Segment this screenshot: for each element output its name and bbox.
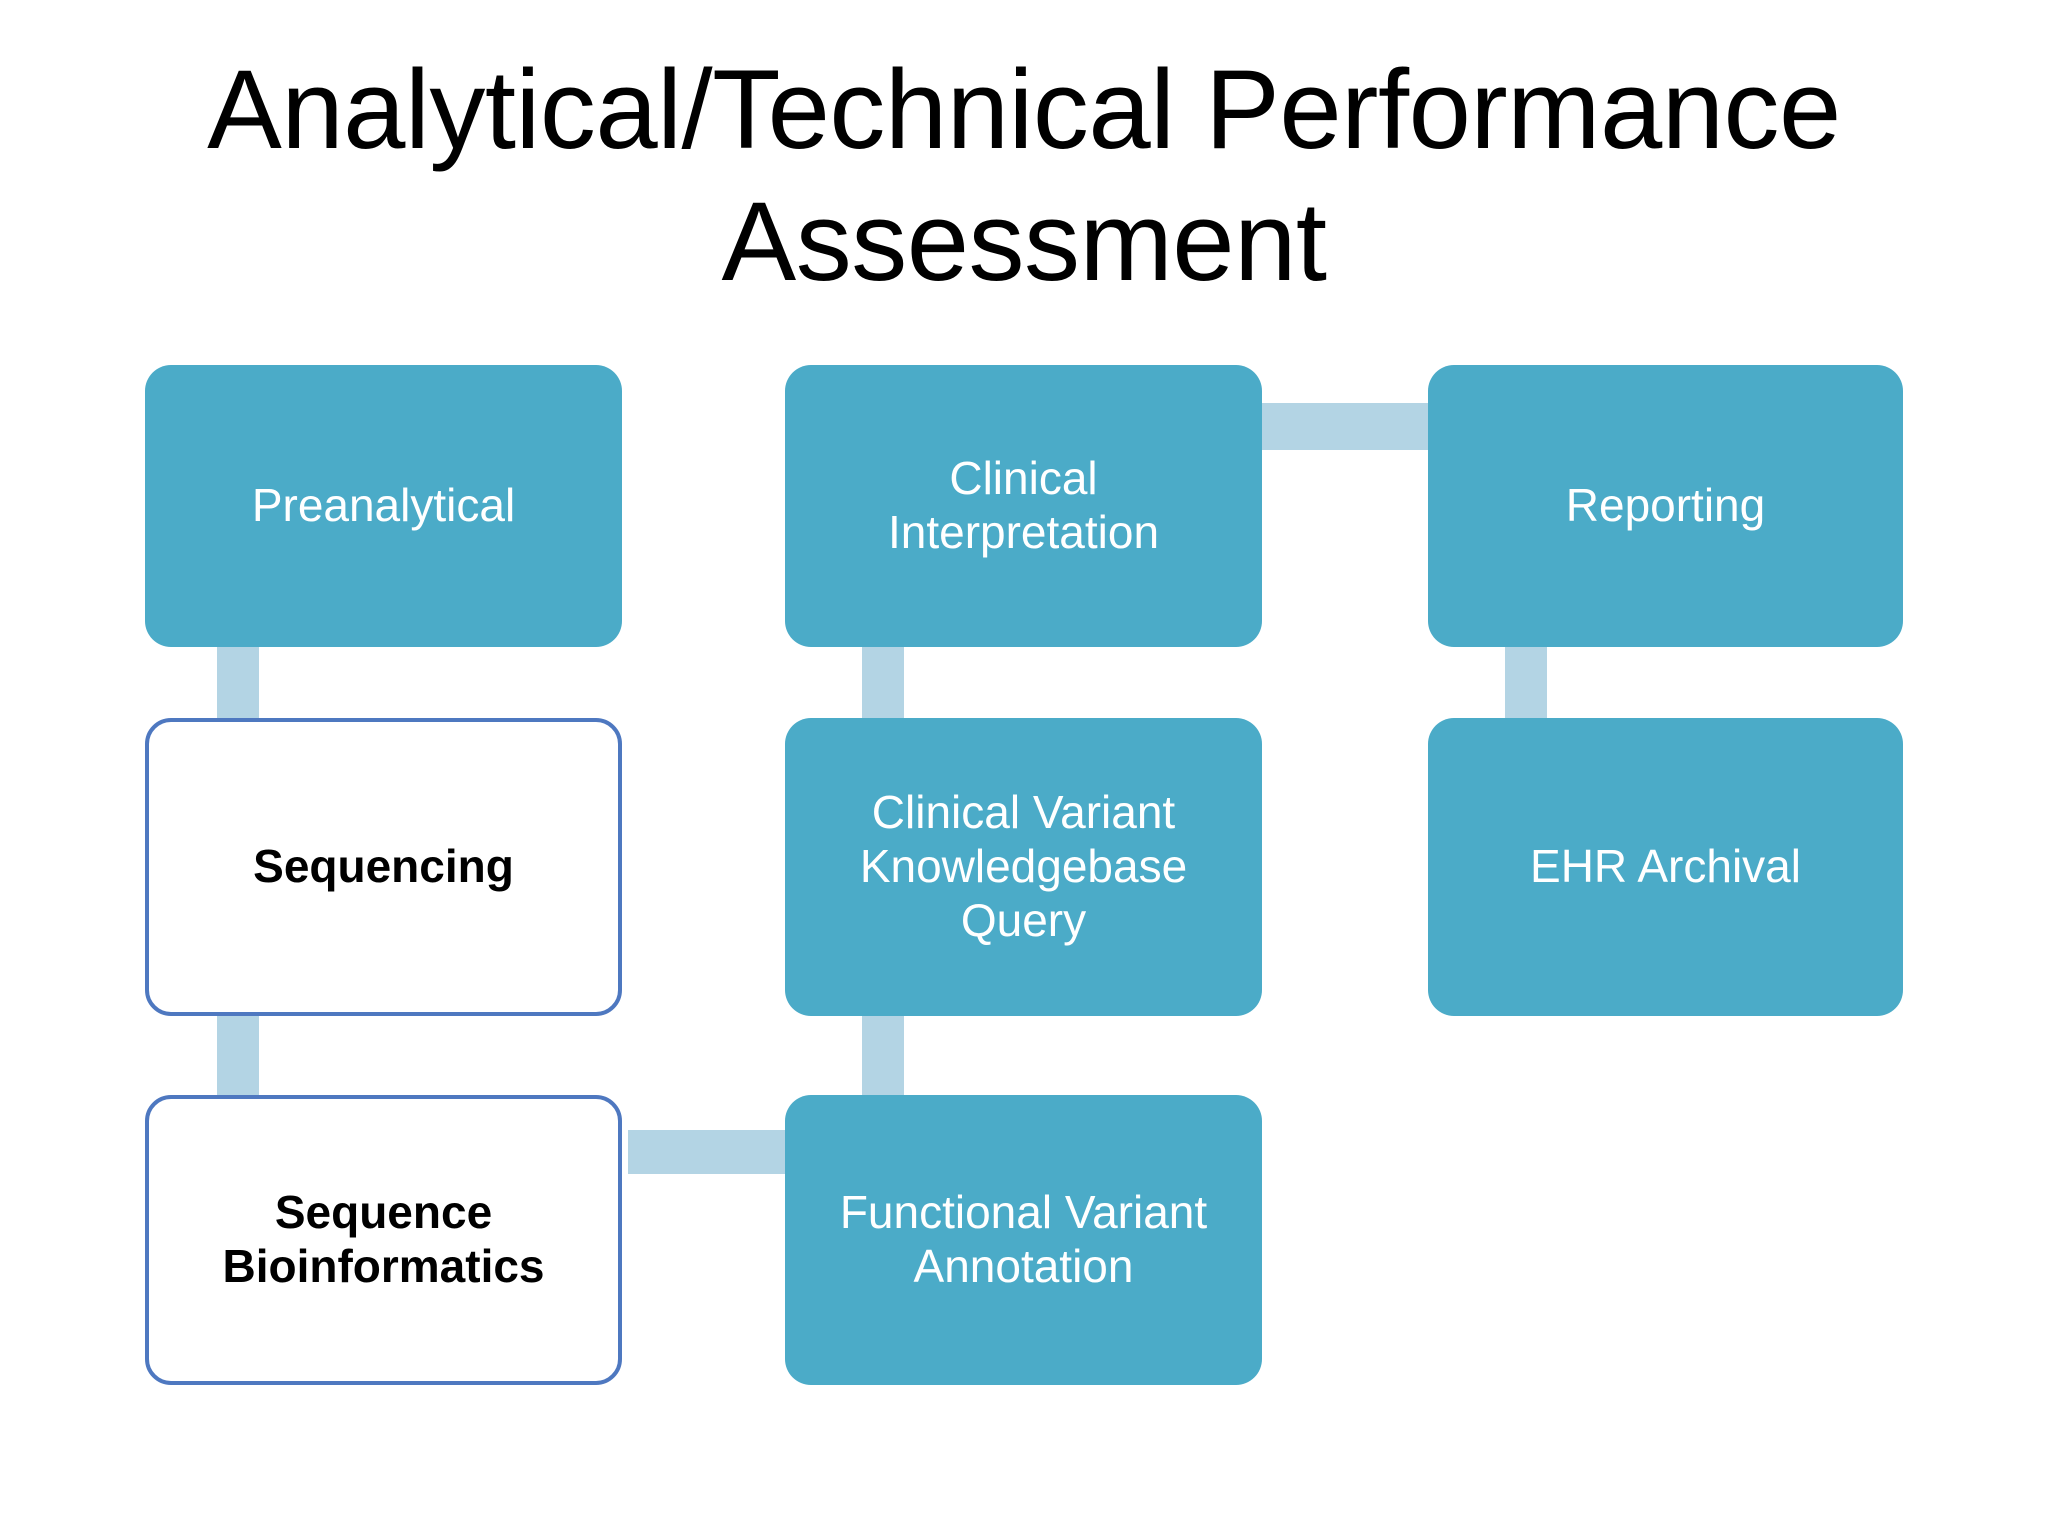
node-preanalytical[interactable]: Preanalytical (145, 365, 622, 647)
connector-clinical-variant-knowledgebase-query-to-functional-variant-annotation (862, 1014, 904, 1097)
connector-sequence-bioinformatics-to-functional-variant-annotation (628, 1130, 785, 1174)
connector-clinical-interpretation-to-clinical-variant-knowledgebase-query (862, 645, 904, 720)
node-sequencing-label: Sequencing (253, 840, 514, 893)
node-clinical-interpretation[interactable]: Clinical Interpretation (785, 365, 1262, 647)
node-ehr-archival-label: EHR Archival (1530, 840, 1801, 893)
node-reporting-label: Reporting (1565, 479, 1766, 532)
node-sequence-bioinformatics-label: Sequence Bioinformatics (222, 1186, 545, 1292)
node-clinical-variant-knowledgebase-query-label: Clinical Variant Knowledgebase Query (859, 786, 1188, 946)
connector-reporting-to-ehr-archival (1505, 645, 1547, 720)
connector-clinical-interpretation-to-reporting (1262, 403, 1428, 450)
node-functional-variant-annotation[interactable]: Functional Variant Annotation (785, 1095, 1262, 1385)
node-sequence-bioinformatics[interactable]: Sequence Bioinformatics (145, 1095, 622, 1385)
node-reporting[interactable]: Reporting (1428, 365, 1903, 647)
connector-preanalytical-to-sequencing (217, 645, 259, 720)
node-clinical-interpretation-label: Clinical Interpretation (887, 452, 1160, 558)
node-sequencing[interactable]: Sequencing (145, 718, 622, 1016)
node-functional-variant-annotation-label: Functional Variant Annotation (839, 1186, 1208, 1292)
node-preanalytical-label: Preanalytical (251, 479, 516, 532)
node-clinical-variant-knowledgebase-query[interactable]: Clinical Variant Knowledgebase Query (785, 718, 1262, 1016)
node-ehr-archival[interactable]: EHR Archival (1428, 718, 1903, 1016)
connector-sequencing-to-sequence-bioinformatics (217, 1014, 259, 1097)
page-title: Analytical/Technical Performance Assessm… (207, 47, 1841, 305)
